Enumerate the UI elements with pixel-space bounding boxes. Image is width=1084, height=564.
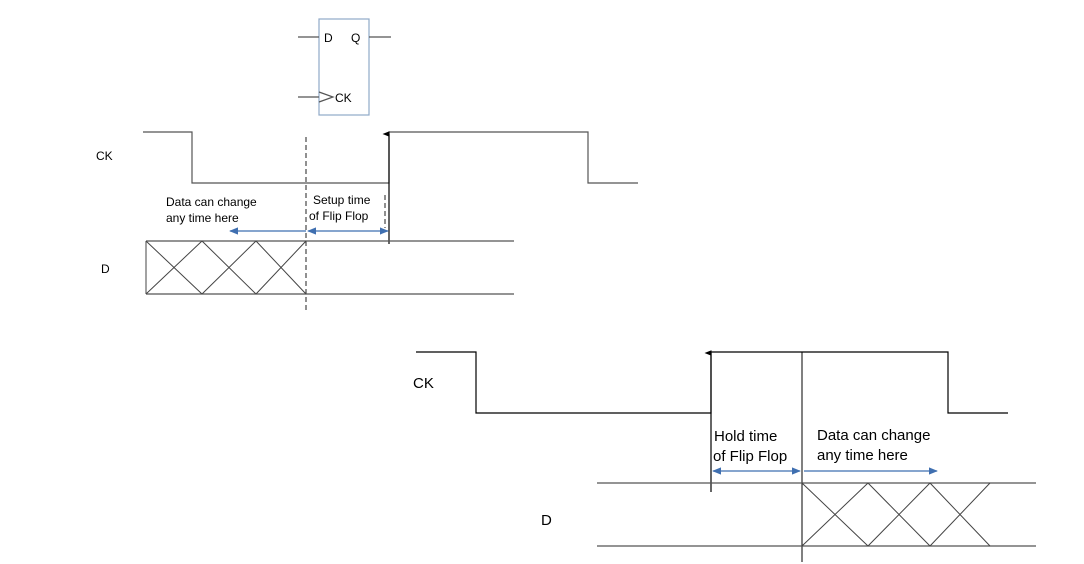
hold-ck-signal-label: CK <box>413 375 434 392</box>
hold-note-change-line1: Data can change <box>817 427 930 444</box>
setup-ck-signal-label: CK <box>96 149 113 163</box>
hold-d-unstable-crosshatch <box>801 482 991 547</box>
setup-d-signal-label: D <box>101 262 110 276</box>
setup-d-unstable-crosshatch <box>145 240 307 295</box>
setup-note-change-line2: any time here <box>166 211 239 225</box>
setup-note-change-line1: Data can change <box>166 195 257 209</box>
hold-d-signal-label: D <box>541 512 552 529</box>
ff-d-label: D <box>324 31 333 45</box>
ff-q-label: Q <box>351 31 360 45</box>
hold-note-hold-line1: Hold time <box>714 428 777 445</box>
setup-note-setup-line2: of Flip Flop <box>309 209 369 223</box>
setup-note-setup-line1: Setup time <box>313 193 371 207</box>
setup-timing-diagram: CK Data can change any time here Setup t… <box>96 131 638 310</box>
hold-note-change-line2: any time here <box>817 447 908 464</box>
hold-ck-waveform <box>416 351 1008 414</box>
hold-note-hold-line2: of Flip Flop <box>713 448 787 465</box>
hold-timing-diagram: CK Hold time of Flip Flop Data can chang… <box>413 350 1036 562</box>
clock-triangle-icon <box>318 91 335 103</box>
flip-flop-symbol: D Q CK <box>298 18 391 116</box>
ff-ck-label: CK <box>335 91 352 105</box>
setup-ck-waveform <box>143 131 638 184</box>
